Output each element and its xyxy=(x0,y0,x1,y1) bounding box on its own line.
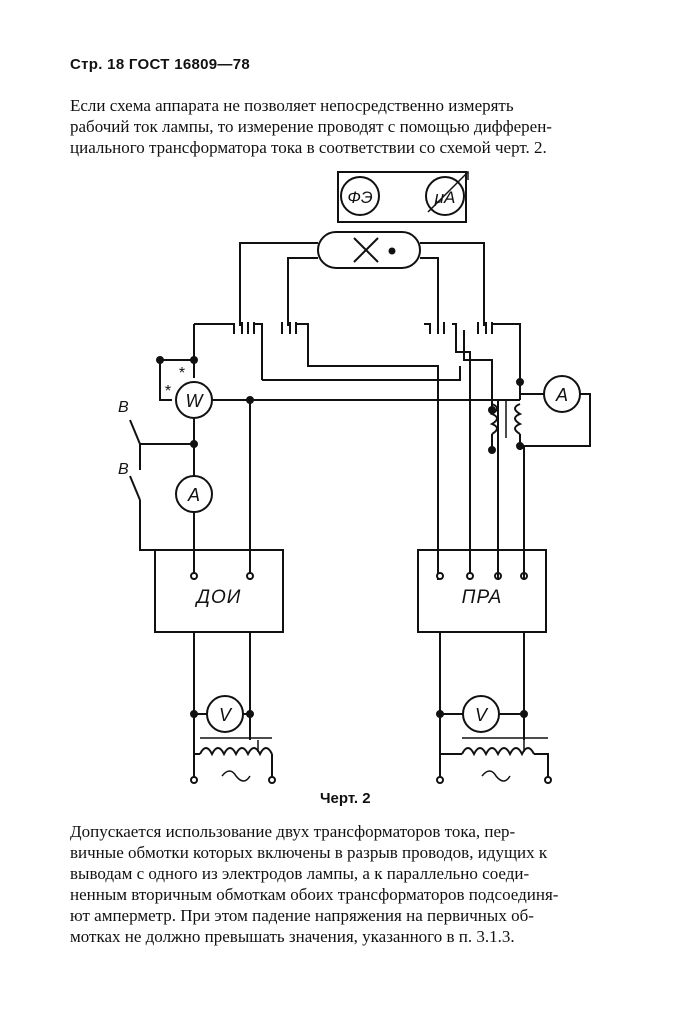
wire xyxy=(262,366,461,381)
wire xyxy=(492,323,521,382)
ac-symbol xyxy=(221,770,251,782)
junction xyxy=(488,406,496,414)
terminal xyxy=(190,776,198,784)
wire xyxy=(159,360,172,401)
wire xyxy=(424,323,431,334)
meter-arrowhead xyxy=(460,171,469,180)
lamp-dot xyxy=(388,247,396,255)
text-line: Допускается использование двух трансформ… xyxy=(70,822,516,841)
text-line: ют амперметр. При этом падение напряжени… xyxy=(70,906,534,925)
wire xyxy=(194,323,235,334)
terminal xyxy=(436,776,444,784)
block-pra-label: ПРА xyxy=(462,587,503,608)
figure-caption: Черт. 2 xyxy=(320,790,371,807)
switch-lever[interactable] xyxy=(129,475,141,501)
polarity-star: * xyxy=(165,383,171,400)
ammeter-left-label: A xyxy=(187,485,200,505)
wire xyxy=(239,242,318,326)
photometer-box xyxy=(337,171,467,223)
voltmeter-left-label: V xyxy=(219,705,233,725)
wire xyxy=(463,330,493,410)
text-line: циального трансформатора тока в соответс… xyxy=(70,138,547,157)
lamp-cross xyxy=(353,237,379,263)
microammeter-label: μA xyxy=(434,188,456,207)
text-line: выводам с одного из электродов лампы, а … xyxy=(70,864,530,883)
lamp xyxy=(317,231,421,269)
junction xyxy=(516,442,524,450)
meter-arrow xyxy=(427,171,469,213)
terminal xyxy=(268,776,276,784)
page-header: Стр. 18 ГОСТ 16809—78 xyxy=(70,56,250,73)
text-line: мотках не должно превышать значения, ука… xyxy=(70,927,515,946)
terminal xyxy=(190,572,198,580)
wire xyxy=(420,257,439,326)
terminal xyxy=(544,776,552,784)
junction xyxy=(516,378,524,386)
text-line: ненным вторичным обмоткам обоих трансфор… xyxy=(70,885,559,904)
ammeter-right-circle xyxy=(543,375,581,413)
paragraph-intro: Если схема аппарата не позволяет непосре… xyxy=(70,95,638,158)
switch-label: В xyxy=(118,399,129,416)
wire xyxy=(287,257,318,326)
voltmeter-right-circle xyxy=(462,695,500,733)
transformer-coil xyxy=(514,403,523,435)
autotransformer-coil xyxy=(199,747,273,757)
ac-symbol xyxy=(481,770,511,782)
photo-element-label: ФЭ xyxy=(347,188,373,207)
block-doi xyxy=(154,549,284,633)
terminal xyxy=(436,572,444,580)
junction xyxy=(190,356,198,364)
text-line: вичные обмотки которых включены в разрыв… xyxy=(70,843,548,862)
block-doi-label: ДОИ xyxy=(195,587,242,608)
switch-label: В xyxy=(118,461,129,478)
voltmeter-left-circle xyxy=(206,695,244,733)
block-pra xyxy=(417,549,547,633)
wattmeter-label: W xyxy=(186,391,205,411)
wire xyxy=(254,323,263,380)
ammeter-right-label: A xyxy=(555,385,568,405)
junction xyxy=(156,356,164,364)
wire xyxy=(420,242,485,326)
junction xyxy=(488,446,496,454)
polarity-star: * xyxy=(179,365,185,382)
photo-element-circle xyxy=(340,176,380,216)
voltmeter-right-label: V xyxy=(475,705,489,725)
wire xyxy=(296,323,439,580)
terminal xyxy=(246,572,254,580)
text-line: Если схема аппарата не позволяет непосре… xyxy=(70,96,514,115)
switch-lever[interactable] xyxy=(129,419,141,445)
text-line: рабочий ток лампы, то измерение проводят… xyxy=(70,117,552,136)
autotransformer-coil xyxy=(461,747,535,757)
paragraph-note: Допускается использование двух трансформ… xyxy=(70,821,638,947)
wire xyxy=(534,753,549,780)
terminal xyxy=(466,572,474,580)
wire xyxy=(452,323,471,580)
wire xyxy=(520,393,591,447)
